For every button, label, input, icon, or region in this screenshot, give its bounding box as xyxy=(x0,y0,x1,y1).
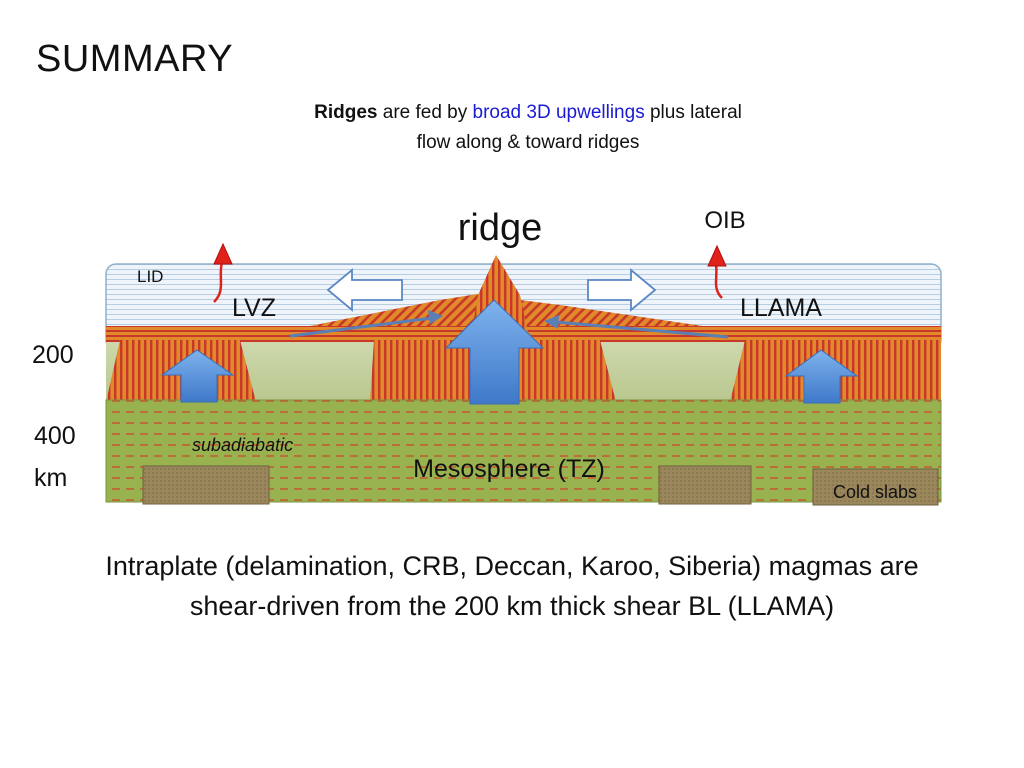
upwelling-arrow-right xyxy=(784,349,859,404)
label-oib: OIB xyxy=(704,207,745,234)
subtitle-highlight: broad 3D upwellings xyxy=(472,102,645,123)
label-mesosphere: Mesosphere (TZ) xyxy=(413,455,605,483)
label-lvz: LVZ xyxy=(232,294,276,322)
subtitle-line-1: Ridges are fed by broad 3D upwellings pl… xyxy=(250,98,806,128)
subtitle-line-2: flow along & toward ridges xyxy=(416,132,640,153)
lateral-flow-arrow-right xyxy=(555,320,729,339)
label-llama: LLAMA xyxy=(740,294,822,322)
magma-arrow-left xyxy=(213,261,224,303)
footer-line-2: shear-driven from the 200 km thick shear… xyxy=(189,591,835,621)
plate-motion-arrow-left xyxy=(326,268,403,312)
cold-slab-left xyxy=(142,465,270,505)
label-lid: LID xyxy=(137,267,163,286)
slide-footer: Intraplate (delamination, CRB, Deccan, K… xyxy=(40,546,984,626)
footer-line-1: Intraplate (delamination, CRB, Deccan, K… xyxy=(105,551,919,581)
plate-motion-arrow-right xyxy=(587,268,657,312)
label-km: km xyxy=(34,464,67,492)
slide-subtitle: Ridges are fed by broad 3D upwellings pl… xyxy=(250,98,806,158)
cold-slab-center xyxy=(658,465,752,505)
subtitle-text-b: plus lateral xyxy=(644,102,742,123)
lateral-flow-arrowhead-right xyxy=(544,315,559,329)
subtitle-ridges: Ridges xyxy=(314,102,378,123)
subtitle-text-a: are fed by xyxy=(377,102,473,123)
label-depth-200: 200 xyxy=(32,341,74,369)
label-ridge: ridge xyxy=(458,207,543,249)
label-subadiabatic: subadiabatic xyxy=(192,435,293,455)
magma-arrowhead-left xyxy=(213,242,233,265)
cold-slab-right xyxy=(812,468,939,506)
lateral-flow-arrow-left xyxy=(289,316,433,338)
magma-arrow-right xyxy=(714,263,723,299)
label-cold-slabs: Cold slabs xyxy=(833,482,917,502)
upwelling-arrow-center xyxy=(444,299,545,405)
upwelling-arrow-left xyxy=(160,349,235,403)
magma-arrowhead-right xyxy=(707,244,727,267)
lateral-flow-arrowhead-left xyxy=(428,310,443,324)
slide-title: SUMMARY xyxy=(36,38,234,80)
label-depth-400: 400 xyxy=(34,422,76,450)
